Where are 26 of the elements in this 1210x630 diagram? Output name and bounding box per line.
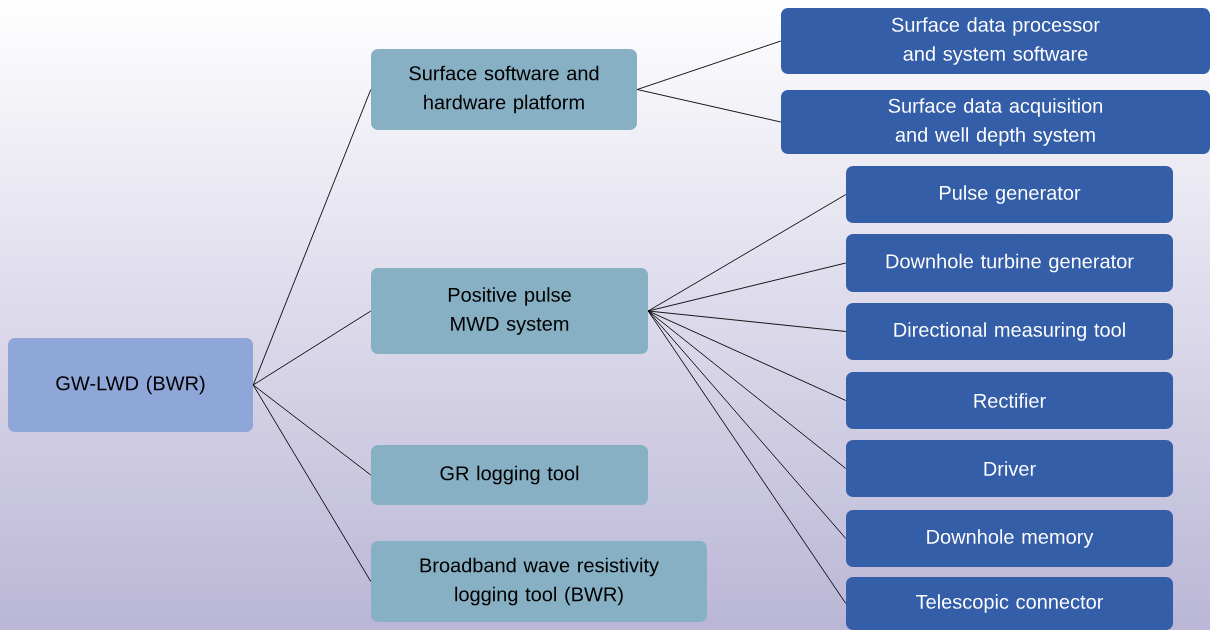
connector-line xyxy=(252,310,372,386)
process-box: Telescopic connector xyxy=(846,577,1173,630)
connector-line xyxy=(647,194,847,312)
connector-line xyxy=(636,40,782,90)
connector-line xyxy=(647,310,847,332)
process-box: Downhole turbine generator xyxy=(846,234,1173,292)
process-box: Surface data acquisition and well depth system xyxy=(781,90,1210,154)
connector-line xyxy=(252,384,372,476)
process-box: Rectifier xyxy=(846,372,1173,429)
connector-line xyxy=(636,89,782,123)
process-box: Directional measuring tool xyxy=(846,303,1173,360)
connector-line xyxy=(252,384,372,582)
connector-line xyxy=(647,262,847,312)
process-box: GR logging tool xyxy=(371,445,648,505)
process-box: Surface data processor and system software xyxy=(781,8,1210,74)
process-box: Pulse generator xyxy=(846,166,1173,223)
connector-line xyxy=(647,310,847,469)
process-box: GW-LWD (BWR) xyxy=(8,338,253,432)
process-box: Broadband wave resistivity logging tool (BWR) xyxy=(371,541,707,622)
process-box: Driver xyxy=(846,440,1173,497)
process-box: Positive pulse MWD system xyxy=(371,268,648,354)
connector-line xyxy=(647,310,847,401)
connector-line xyxy=(647,310,847,604)
process-box: Downhole memory xyxy=(846,510,1173,567)
process-box: Surface software and hardware platform xyxy=(371,49,637,130)
connector-line xyxy=(252,89,372,386)
